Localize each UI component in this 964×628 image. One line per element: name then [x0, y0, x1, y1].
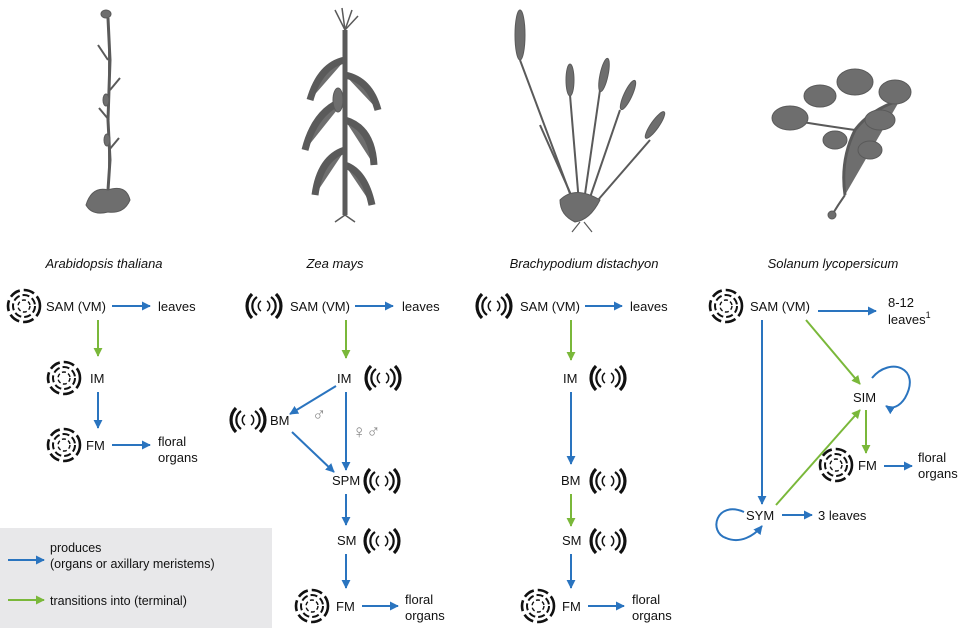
node-fm: FM	[858, 458, 877, 473]
node-im: IM	[563, 371, 577, 386]
node-im: IM	[90, 371, 104, 386]
produces-arrow-loop	[871, 365, 911, 415]
meristem-icon	[6, 288, 42, 324]
meristem-icon	[475, 292, 513, 320]
node-fm: FM	[562, 599, 581, 614]
produces-arrow-loop	[715, 508, 763, 542]
node-leaves: leaves	[158, 299, 196, 314]
meristem-icon	[46, 360, 82, 396]
meristem-icon	[363, 467, 401, 495]
node-sm: SM	[337, 533, 357, 548]
node-im: IM	[337, 371, 351, 386]
meristem-icon	[364, 364, 402, 392]
meristem-icon	[589, 467, 627, 495]
arabidopsis-pathway: SAM (VM) leaves IM FM floral organs	[6, 288, 198, 465]
produces-arrow	[289, 385, 337, 415]
meristem-icon	[589, 364, 627, 392]
meristem-icon	[363, 527, 401, 555]
meristem-icon	[520, 588, 556, 624]
node-sim: SIM	[853, 390, 876, 405]
node-sym: SYM	[746, 508, 774, 523]
species-name-arabidopsis: Arabidopsis thaliana	[44, 256, 162, 271]
meristem-icon	[589, 527, 627, 555]
produces-arrow	[291, 431, 335, 473]
species-name-zea-mays: Zea mays	[305, 256, 364, 271]
brachypodium-plant-image	[514, 9, 666, 233]
node-sam: SAM (VM)	[290, 299, 350, 314]
transition-arrow	[805, 319, 861, 385]
node-floral-organs: floral organs	[918, 450, 958, 481]
solanum-plant-image	[771, 68, 912, 220]
species-name-solanum: Solanum lycopersicum	[768, 256, 899, 271]
node-sm: SM	[562, 533, 582, 548]
meristem-icon	[245, 292, 283, 320]
node-fm: FM	[336, 599, 355, 614]
zea-mays-pathway: SAM (VM) leaves IM BM ♂ ♀♂ SPM SM FM flo…	[229, 292, 445, 624]
meristem-icon	[708, 288, 744, 324]
node-fm: FM	[86, 438, 105, 453]
meristem-icon	[229, 406, 267, 434]
node-leaves: 8-12 leaves1	[888, 295, 931, 327]
node-leaves: leaves	[630, 299, 668, 314]
male-symbol: ♂	[312, 405, 326, 426]
node-leaves: leaves	[402, 299, 440, 314]
legend: produces (organs or axillary meristems) …	[0, 528, 272, 628]
legend-transition-label: transitions into (terminal)	[50, 594, 187, 608]
transition-arrow	[775, 409, 861, 506]
node-sam: SAM (VM)	[46, 299, 106, 314]
arabidopsis-plant-image	[85, 9, 131, 214]
meristem-icon	[294, 588, 330, 624]
node-sym-leaves: 3 leaves	[818, 508, 867, 523]
node-bm: BM	[561, 473, 581, 488]
legend-box	[0, 528, 272, 628]
species-name-brachypodium: Brachypodium distachyon	[510, 256, 659, 271]
node-floral-organs: floral organs	[405, 592, 445, 623]
legend-produces-label: produces (organs or axillary meristems)	[50, 541, 215, 571]
node-sam: SAM (VM)	[750, 299, 810, 314]
meristem-icon	[46, 427, 82, 463]
solanum-pathway: SAM (VM) 8-12 leaves1 SIM FM floral orga…	[708, 288, 958, 542]
node-spm: SPM	[332, 473, 360, 488]
node-floral-organs: floral organs	[158, 434, 198, 465]
node-sam: SAM (VM)	[520, 299, 580, 314]
node-bm: BM	[270, 413, 290, 428]
node-floral-organs: floral organs	[632, 592, 672, 623]
brachypodium-pathway: SAM (VM) leaves IM BM SM FM floral organ…	[475, 292, 672, 624]
zea-mays-plant-image	[301, 7, 382, 223]
female-male-symbol: ♀♂	[352, 422, 381, 443]
meristem-icon	[818, 447, 854, 483]
